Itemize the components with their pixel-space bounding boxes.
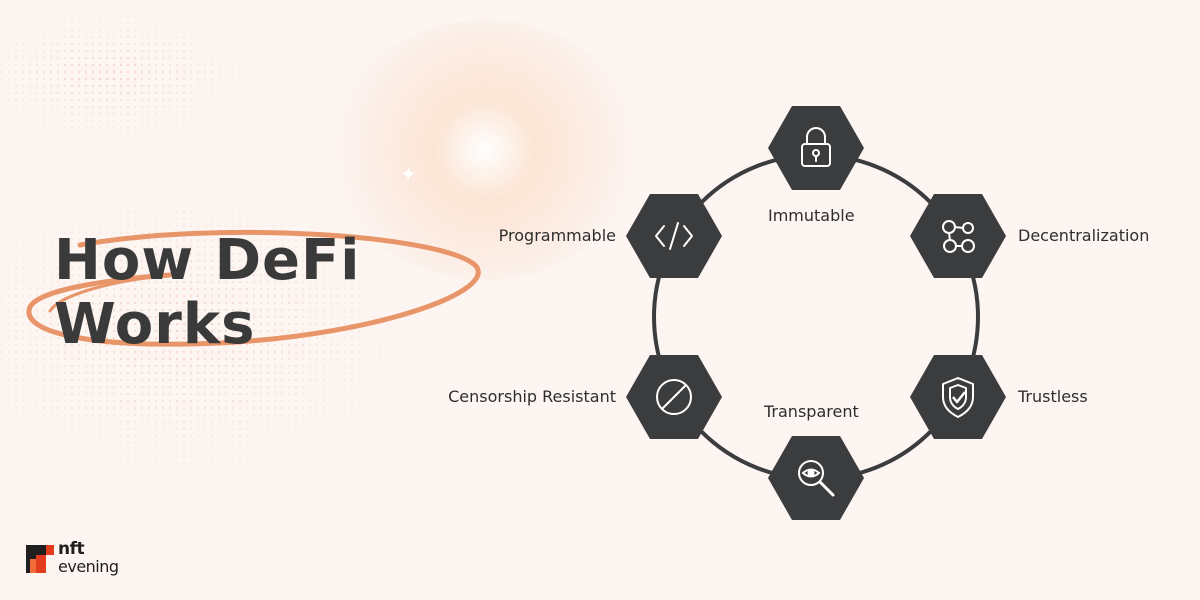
label-programmable: Programmable <box>498 226 616 245</box>
title-line-2: Works <box>54 292 256 357</box>
logo-mark-icon <box>26 545 54 573</box>
logo-text-nft: nft <box>58 539 85 559</box>
hexagon <box>910 355 1006 439</box>
node-immutable <box>768 106 864 190</box>
prohibited-icon <box>656 379 692 415</box>
network-nodes-icon <box>942 220 975 253</box>
node-censorship-resistant <box>626 355 722 439</box>
label-transparent: Transparent <box>764 402 859 421</box>
shield-check-icon <box>942 377 974 418</box>
logo-wordmark: nft evening <box>58 539 119 576</box>
hexagon <box>910 194 1006 278</box>
node-programmable <box>626 194 722 278</box>
hexagon <box>768 436 864 520</box>
lock-icon <box>801 127 831 167</box>
label-decentralization: Decentralization <box>1018 226 1150 245</box>
hexagon <box>768 106 864 190</box>
code-brackets-icon <box>655 222 693 250</box>
label-immutable: Immutable <box>768 206 855 225</box>
sparkle-icon: ✦ <box>400 162 417 186</box>
magnifier-eye-icon <box>798 460 835 497</box>
node-decentralization <box>910 194 1006 278</box>
title-line-1: How DeFi <box>54 228 361 293</box>
logo-text-evening: evening <box>58 557 119 576</box>
title-block: How DeFi Works <box>20 225 490 365</box>
node-trustless <box>910 355 1006 439</box>
label-trustless: Trustless <box>1018 387 1088 406</box>
orange-ellipse-stroke <box>26 229 481 347</box>
label-censorship-resistant: Censorship Resistant <box>448 387 616 406</box>
node-transparent <box>768 436 864 520</box>
nft-evening-logo: nft evening <box>26 539 136 579</box>
